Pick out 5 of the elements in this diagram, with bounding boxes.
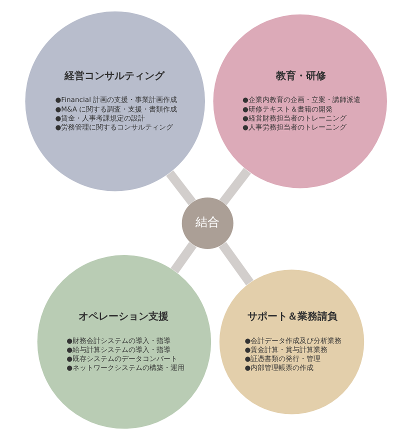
connector [170,242,197,274]
connector [219,168,251,206]
node-circle: 結合 [182,197,234,249]
connector [218,242,254,286]
connector [166,170,196,206]
